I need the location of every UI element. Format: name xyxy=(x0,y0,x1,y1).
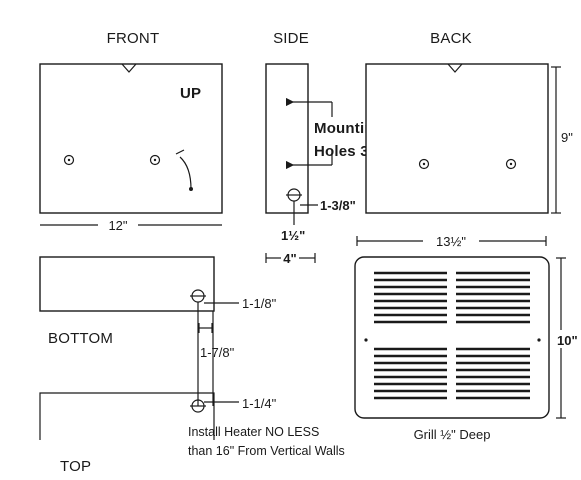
grill-height-dim: 10" xyxy=(557,333,578,348)
front-rotation-tick xyxy=(175,149,185,155)
install-note-line2: than 16" From Vertical Walls xyxy=(188,444,345,458)
back-hole-right xyxy=(505,158,517,170)
back-panel xyxy=(365,63,549,214)
top-view-title: TOP xyxy=(60,458,91,475)
bottom-view-title: BOTTOM xyxy=(48,330,113,347)
grill-view: 13½" 10" Grill ½" Dee xyxy=(354,234,578,442)
back-view: 9" xyxy=(365,63,573,214)
back-hole-left xyxy=(418,158,430,170)
side-view-title: SIDE xyxy=(273,30,309,47)
front-width-dim: 12" xyxy=(108,218,127,233)
grill-width-dim: 13½" xyxy=(436,234,466,249)
front-hole-left xyxy=(63,154,75,166)
front-view: UP 12" xyxy=(39,63,223,233)
front-rotation-arrow xyxy=(179,156,192,190)
side-spacing-dim: 4" xyxy=(283,251,296,266)
side-depth-dim: 1½" xyxy=(281,228,305,243)
grill-depth-note: Grill ½" Deep xyxy=(414,427,491,442)
top-panel xyxy=(39,392,215,440)
front-view-title: FRONT xyxy=(107,30,160,47)
bottom-gap-dim: 1-7/8" xyxy=(200,345,235,360)
top-view: 1-1/4" TOP xyxy=(39,392,277,475)
front-notch xyxy=(121,63,137,73)
top-hole xyxy=(190,399,206,413)
bottom-panel xyxy=(39,256,215,312)
top-offset-dim: 1-1/4" xyxy=(242,396,277,411)
bottom-offset-dim: 1-1/8" xyxy=(242,296,277,311)
back-notch xyxy=(447,63,463,73)
side-panel xyxy=(265,63,309,214)
bottom-view: 1-1/8" BOTTOM 1-7/8" xyxy=(39,256,277,406)
front-hole-right xyxy=(149,154,161,166)
side-hole-offset-dim: 1-3/8" xyxy=(320,198,356,213)
grill-louvres xyxy=(374,271,530,400)
back-height-dim: 9" xyxy=(561,130,573,145)
front-up-label: UP xyxy=(180,85,201,102)
install-note-line1: Install Heater NO LESS xyxy=(188,425,319,439)
back-view-title: BACK xyxy=(430,30,472,47)
